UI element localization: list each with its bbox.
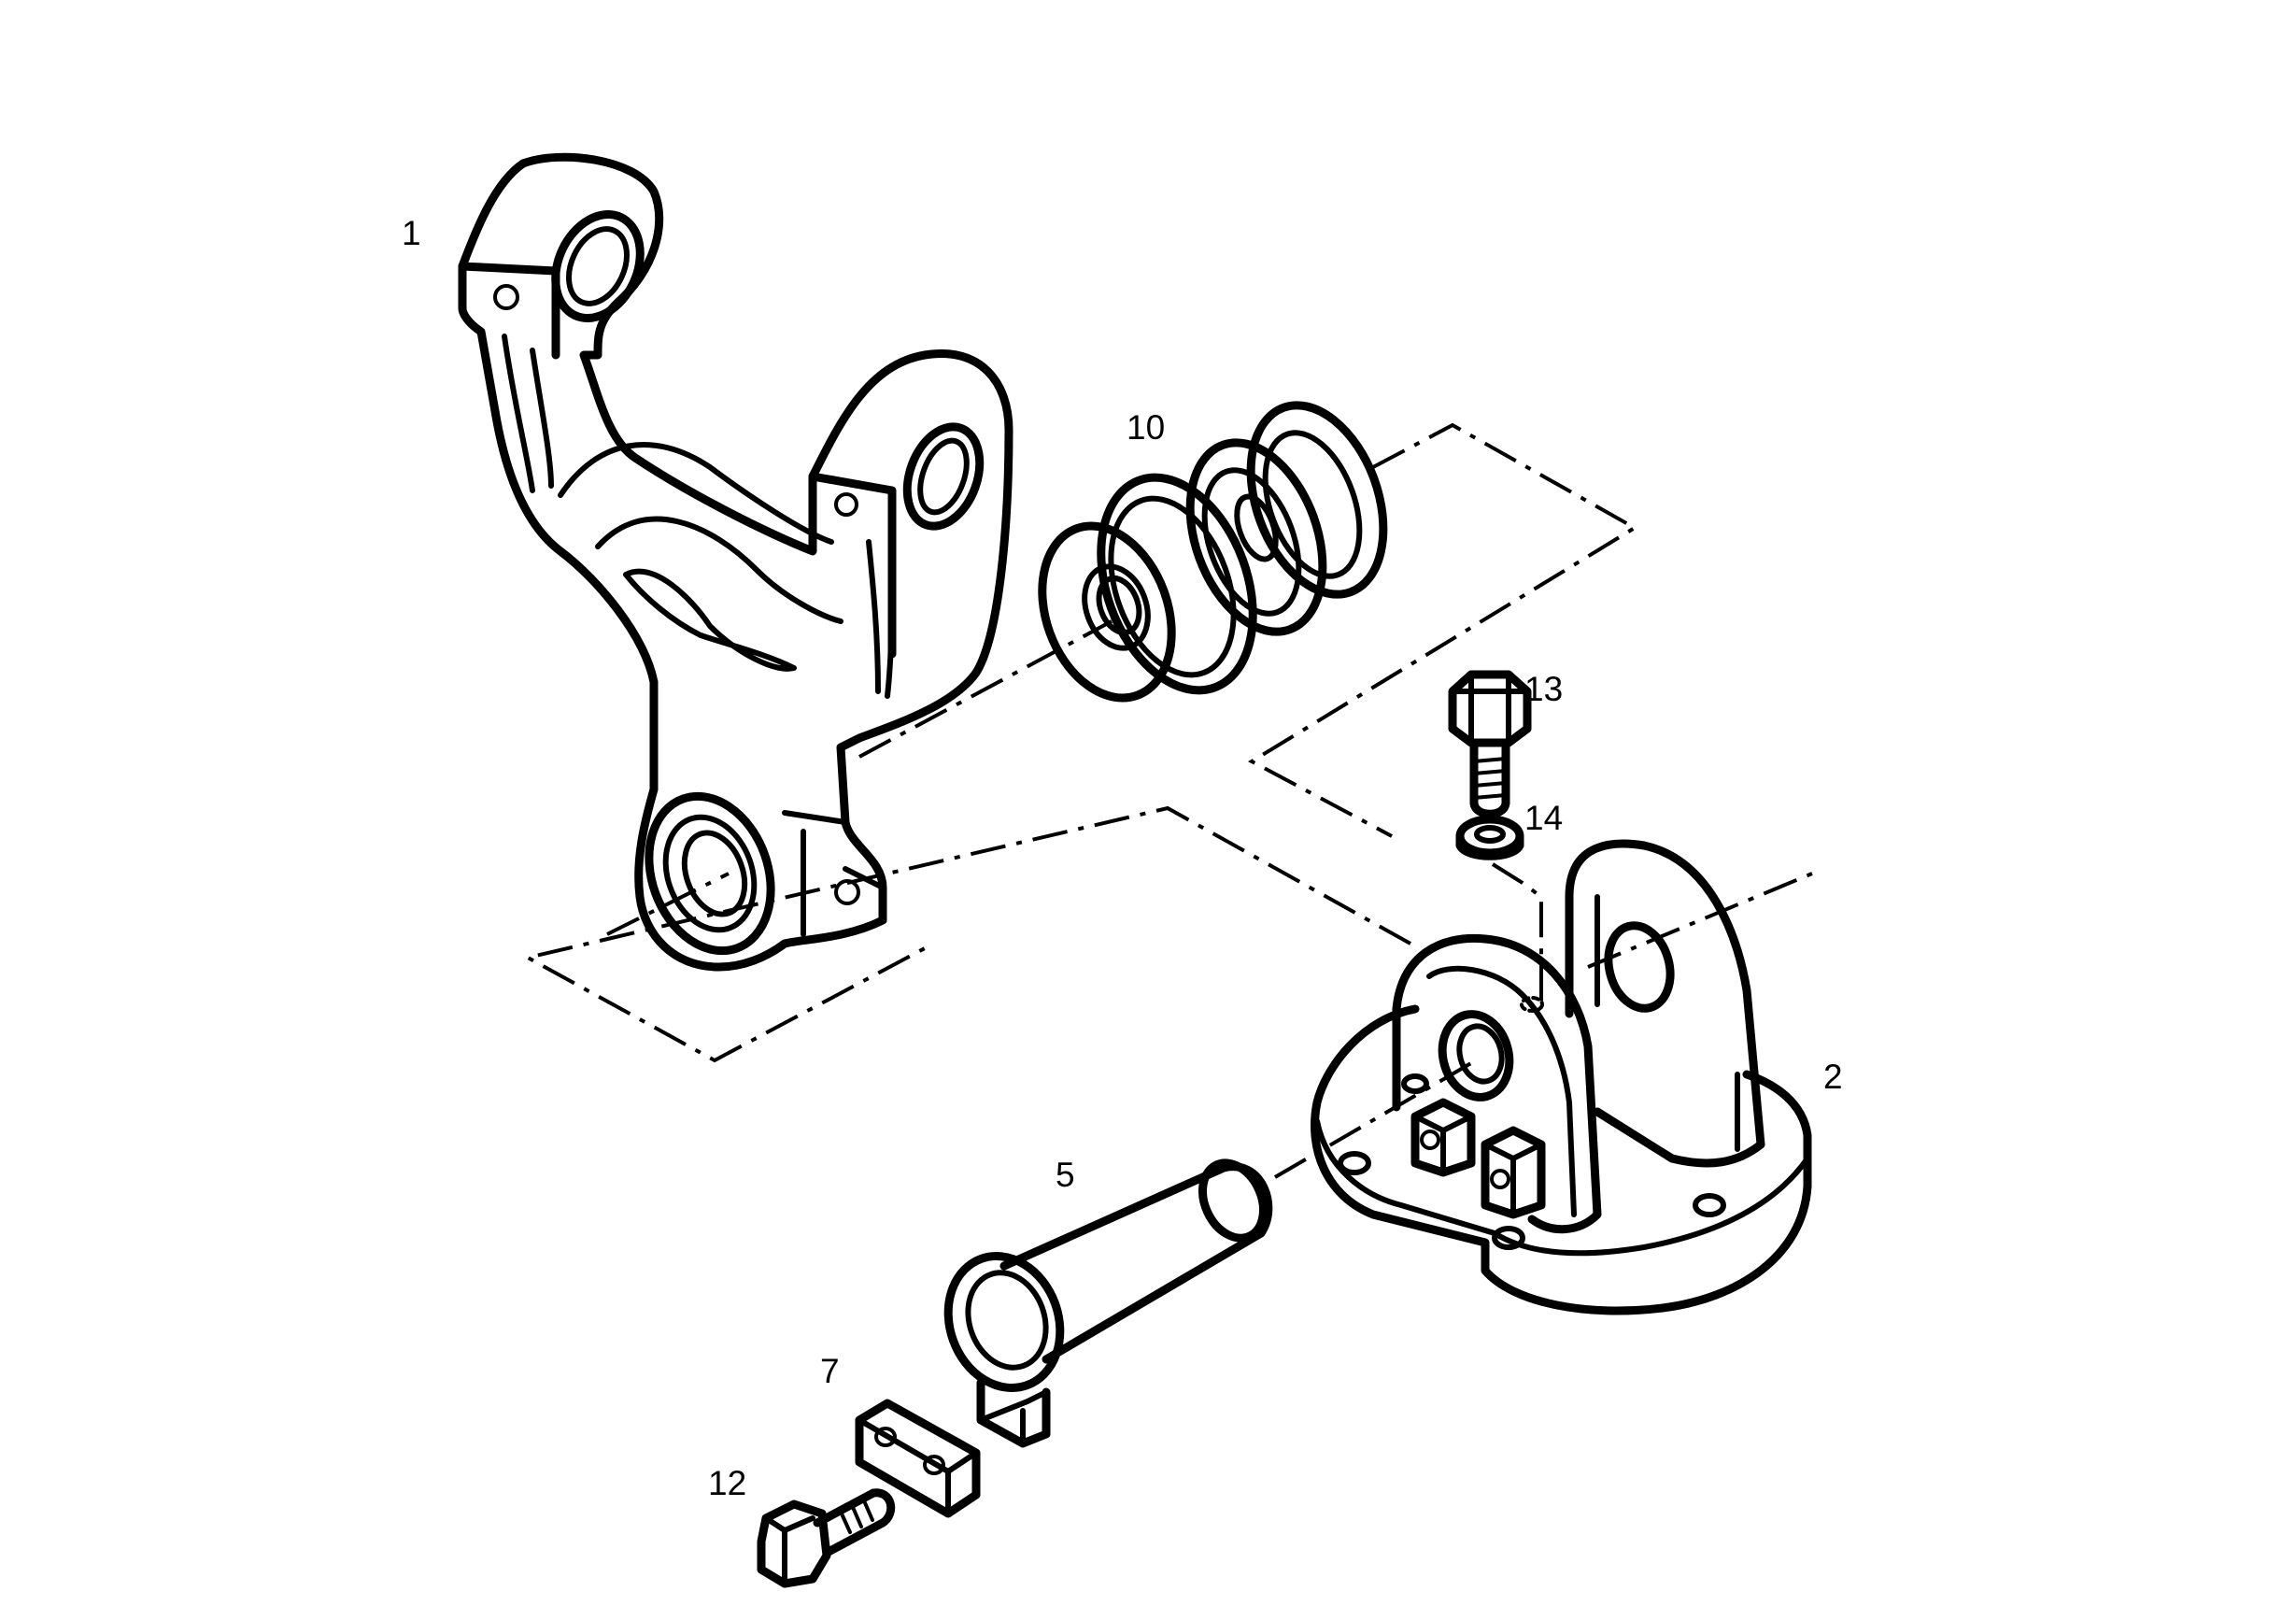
front-lug-hole-inner [1456,1023,1505,1085]
callout-13: 13 [1524,670,1563,708]
callout-5: 5 [1056,1156,1075,1194]
base-hole-front [1492,1226,1525,1250]
bolt-13-shank [1469,738,1510,818]
front-lug-hole [1438,1010,1514,1101]
axis-frame-lower [522,805,1411,1063]
pin-head-face [965,1270,1049,1371]
part-1-bracket-arm [458,152,1013,972]
callout-2: 2 [1823,1058,1843,1096]
arm-lower-eye [645,791,775,956]
arm-lower-block [782,810,886,937]
front-lug-face [1426,965,1577,1217]
bushing-front-bore-inner [1096,575,1142,636]
axis-bracket-right [1587,872,1813,969]
pin-tab-edge [978,1389,1049,1446]
arm-pocket [623,568,797,672]
callout-1: 1 [402,214,421,252]
washer-14-hole [1474,825,1506,844]
assembly-axis-lines [522,422,1813,1179]
part-7-locking-plate [855,1399,981,1518]
arm-lower-eye-bore [662,814,758,933]
part-10-bushing [1038,401,1388,703]
arm-right-screw [834,492,859,517]
arm-left-slot-2 [530,348,554,489]
plate-7-hole-left [874,1427,898,1447]
axis-lower-eye [606,872,730,936]
axis-pin [1273,1059,1478,1179]
bushing-front-bore [1082,563,1151,651]
bolt-12-thread [839,1497,874,1534]
clamp-block-left-top [1412,1114,1474,1175]
part-5-pin [943,1158,1273,1448]
bolt-13-head [1448,670,1532,747]
bushing-disc-mid [1185,438,1327,636]
arm-lower-screw [834,879,861,905]
axis-arm-to-bushing [858,619,1113,759]
part-13-bolt [1448,670,1532,818]
base-plate-top-edge [1314,1118,1810,1257]
front-lug-top-hole [1520,996,1544,1013]
bushing-front-face [1038,521,1176,703]
arm-top-eye-bore [566,226,630,306]
arm-right-eye-bore [917,437,970,516]
arm-right-slot-2 [885,548,895,699]
callout-labels: 1 10 13 14 2 5 7 12 [402,214,1843,1502]
bushing-disc-back [1246,401,1388,599]
bolt-12-head [757,1499,831,1588]
bolt-13-thread [1472,757,1508,800]
arm-top-eye [458,262,560,360]
bushing-disc-front [1097,473,1257,695]
bolt-12-facet [763,1515,815,1586]
rear-lug [1565,839,1765,1168]
plate-7-edge [857,1417,979,1516]
arm-right-eye-block [808,472,897,659]
part-14-washer [1455,815,1524,860]
clamp-block-right-top [1482,1142,1544,1217]
arm-curved-web-bottom [595,516,843,624]
arm-curved-web-top [558,442,834,545]
washer-14-side [1455,831,1524,860]
part-12-bolt [757,1488,896,1588]
base-hole-back [1401,1073,1429,1094]
arm-right-eye-hole [902,422,985,531]
callout-7: 7 [820,1352,840,1390]
bolt-12-shank [813,1488,896,1557]
rear-lug-edge [1594,894,1740,1152]
callout-12: 12 [708,1464,746,1502]
plate-7-hole-right [923,1455,946,1475]
arm-right-slot [866,539,881,694]
base-hole-right [1693,1193,1726,1217]
bolt-13-head-facet [1450,672,1530,746]
bushing-core [1234,493,1279,562]
clamp-block-left [1410,1098,1476,1177]
plate-7-top [855,1399,981,1518]
callout-10: 10 [1127,408,1165,447]
washer-14-outer [1455,815,1524,858]
bushing-disc-front-inner [1108,495,1237,678]
arm-top-eye-hole [551,210,645,322]
rear-lug-hole [1604,921,1675,1013]
arm-lower-eye-bore-inner [681,830,748,917]
arm-outline [458,152,1013,972]
axis-frame-upper [1247,422,1638,838]
clamp-block-right [1481,1126,1546,1219]
callout-14: 14 [1524,799,1563,837]
base-hole-left [1338,1151,1371,1175]
pin-end-cap [1198,1158,1268,1243]
clamp-block-right-screw [1490,1169,1511,1189]
arm-left-slot [502,334,535,493]
part-2-base-bracket [1311,839,1812,1315]
bushing-disc-mid-inner [1201,467,1302,617]
front-lug [1392,933,1602,1234]
arm-top-screw [493,284,520,310]
pin-head [943,1251,1065,1393]
clamp-block-left-screw [1420,1130,1441,1150]
axis-bolt-13 [1491,862,1543,1004]
